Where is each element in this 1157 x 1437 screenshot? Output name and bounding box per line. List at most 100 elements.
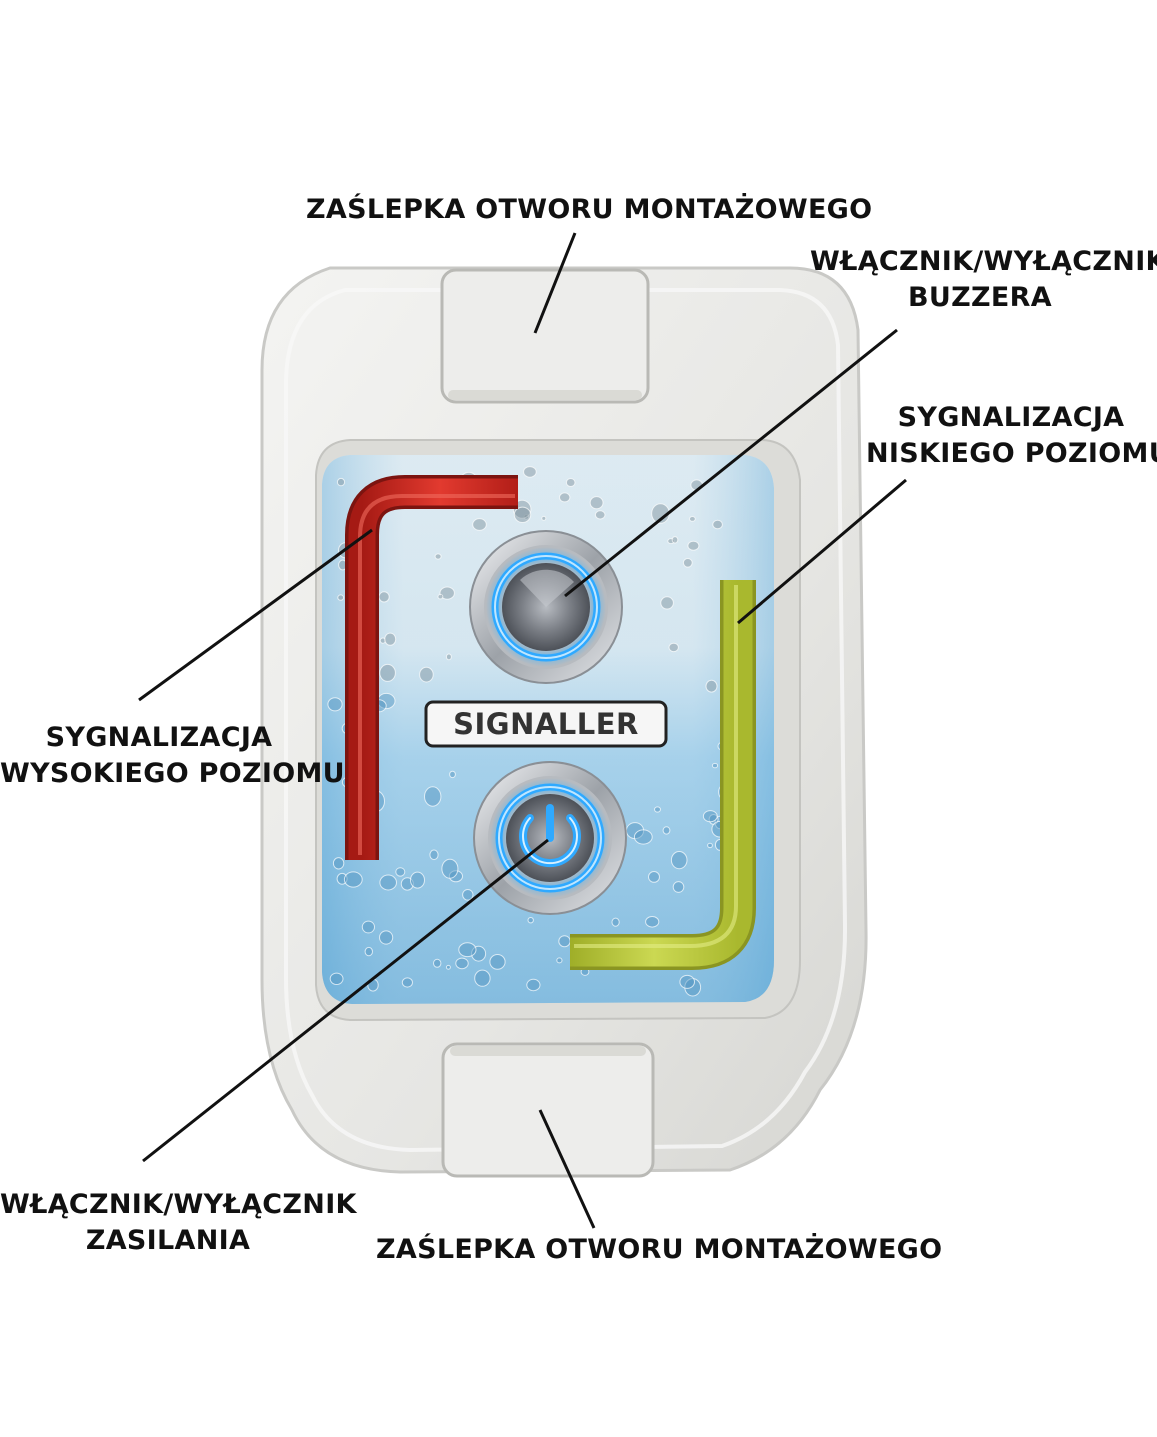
- water-drop: [458, 942, 477, 958]
- water-drop: [343, 871, 363, 888]
- water-drop: [437, 594, 444, 600]
- leader-low-level: [737, 478, 907, 625]
- water-drop: [455, 957, 469, 970]
- water-drop: [445, 964, 451, 970]
- housing-inner-rim: [284, 288, 848, 1153]
- high-level-tube-highlight: [358, 494, 515, 855]
- water-drop: [558, 935, 571, 948]
- water-drop: [384, 632, 397, 646]
- water-drop: [594, 510, 606, 520]
- water-drop: [672, 881, 685, 893]
- water-drop: [449, 770, 456, 779]
- water-drop: [361, 920, 375, 934]
- water-drop: [648, 871, 660, 883]
- label-buzzer-line2: BUZZERA: [908, 282, 1052, 314]
- water-drop: [445, 653, 452, 661]
- water-drop: [474, 969, 491, 987]
- low-level-indicator-tube-fill: [570, 580, 753, 967]
- label-power-line2: ZASILANIA: [85, 1225, 251, 1257]
- bottom-mounting-cap-shadow: [450, 1046, 646, 1056]
- label-high-line1: SYGNALIZACJA: [45, 722, 273, 753]
- water-drop: [556, 957, 563, 964]
- leader-high-level: [138, 528, 373, 702]
- low-level-tube-highlight: [574, 585, 738, 948]
- water-drop: [439, 586, 455, 600]
- water-drop: [329, 972, 344, 985]
- top-mounting-cap: [440, 268, 650, 404]
- water-drop: [379, 663, 396, 682]
- water-drop: [687, 540, 700, 551]
- water-drop: [682, 558, 693, 568]
- water-drop: [526, 978, 541, 992]
- top-mounting-cap-shadow: [448, 390, 642, 400]
- water-drop: [441, 858, 459, 879]
- bottom-mounting-cap: [441, 1042, 655, 1178]
- water-drop: [662, 826, 671, 835]
- water-drop: [337, 594, 345, 601]
- water-drop: [541, 515, 547, 521]
- water-drop: [645, 916, 660, 928]
- water-drop: [523, 466, 537, 478]
- leader-top-cap: [533, 232, 577, 334]
- water-drop: [702, 810, 718, 823]
- water-drop: [419, 666, 434, 683]
- water-drop: [712, 519, 723, 530]
- buzzer-button[interactable]: [469, 530, 623, 684]
- water-drop: [462, 889, 474, 901]
- leader-bottom-cap: [538, 1109, 596, 1229]
- water-drop: [379, 930, 394, 945]
- water-drop: [327, 697, 343, 712]
- leader-power: [142, 838, 549, 1163]
- water-drop: [679, 974, 696, 989]
- water-drop: [471, 945, 487, 962]
- brand-name: SIGNALLER: [453, 707, 639, 741]
- water-drop: [332, 857, 345, 870]
- water-drop: [707, 842, 713, 849]
- water-drop: [448, 870, 463, 883]
- water-drop: [429, 849, 439, 861]
- water-drop: [565, 478, 576, 487]
- brand-plate: [424, 700, 668, 748]
- label-high-level: SYGNALIZACJA WYSOKIEGO POZIOMU: [0, 720, 345, 793]
- water-drop: [434, 553, 442, 560]
- label-low-line2: NISKIEGO POZIOMU: [866, 438, 1157, 470]
- water-drop: [513, 506, 532, 523]
- water-drop: [671, 536, 679, 544]
- water-drop: [336, 477, 346, 487]
- water-drop: [364, 946, 373, 957]
- label-power-switch: WŁĄCZNIK/WYŁĄCZNIK ZASILANIA: [0, 1187, 357, 1260]
- water-drop: [559, 492, 571, 503]
- water-drop: [424, 786, 442, 807]
- water-drop: [705, 679, 718, 693]
- water-drop: [711, 762, 719, 769]
- water-drop: [378, 591, 390, 603]
- label-buzzer-line1: WŁĄCZNIK/WYŁĄCZNIK: [810, 246, 1157, 277]
- label-bottom-cap: ZAŚLEPKA OTWORU MONTAŻOWEGO: [376, 1232, 943, 1268]
- water-drop: [589, 496, 604, 510]
- water-drop: [689, 516, 696, 522]
- label-top-cap-text: ZAŚLEPKA OTWORU MONTAŻOWEGO: [306, 194, 873, 225]
- water-drop: [433, 958, 442, 968]
- label-high-line2: WYSOKIEGO POZIOMU: [0, 758, 345, 790]
- water-drop: [668, 642, 679, 653]
- power-button[interactable]: [473, 761, 627, 915]
- water-drop: [670, 851, 688, 870]
- water-drop: [410, 871, 425, 889]
- water-drop: [611, 917, 620, 927]
- label-low-level: SYGNALIZACJA NISKIEGO POZIOMU: [866, 400, 1157, 473]
- water-drop: [654, 806, 661, 813]
- label-top-cap: ZAŚLEPKA OTWORU MONTAŻOWEGO: [306, 192, 873, 228]
- label-power-line1: WŁĄCZNIK/WYŁĄCZNIK: [0, 1189, 357, 1220]
- leader-buzzer: [564, 328, 898, 598]
- water-drop: [395, 867, 406, 877]
- leader-lines: [138, 232, 907, 1229]
- water-drop: [489, 954, 506, 970]
- label-bottom-cap-text: ZAŚLEPKA OTWORU MONTAŻOWEGO: [376, 1234, 943, 1265]
- water-drop: [401, 977, 413, 988]
- label-buzzer-switch: WŁĄCZNIK/WYŁĄCZNIK BUZZERA: [810, 244, 1157, 317]
- water-drop: [527, 917, 534, 924]
- water-drop: [472, 518, 487, 531]
- label-low-line1: SYGNALIZACJA: [897, 402, 1125, 433]
